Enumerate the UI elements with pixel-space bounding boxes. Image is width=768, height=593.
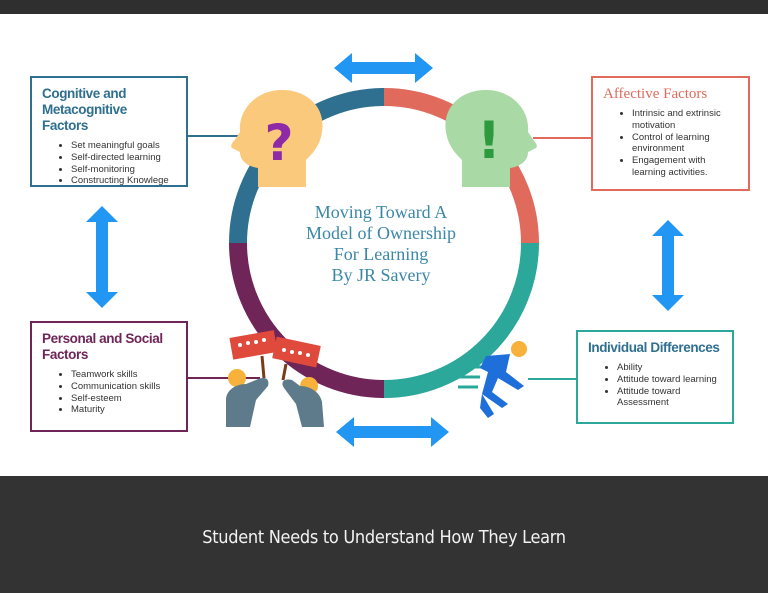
factor-list: Set meaningful goals Self-directed learn… [42,140,176,187]
card-title: Personal and Social Factors [42,331,176,363]
double-arrow-bottom-icon [336,417,449,447]
factor-list: Intrinsic and extrinsic motivation Contr… [603,108,738,179]
ring-segment-individual [383,242,539,398]
list-item: Ability [617,362,722,374]
double-arrow-left-icon [86,206,118,308]
list-item: Maturity [71,404,176,416]
double-arrow-right-icon [652,220,684,311]
top-band [0,0,768,14]
card-title-line: Factors [42,347,88,362]
runner-icon [454,341,527,418]
center-title-line-3: For Learning [333,244,429,264]
list-item: Self-monitoring [71,164,176,176]
card-title-line: Cognitive and [42,86,127,101]
card-title: Individual Differences [588,340,720,355]
bottom-band [0,476,768,593]
card-cognitive-metacognitive: Cognitive and Metacognitive Factors Set … [30,76,188,187]
caption: Student Needs to Understand How They Lea… [202,527,566,548]
card-title: Cognitive and Metacognitive Factors [42,86,176,134]
list-item: Attitude toward learning [617,374,722,386]
card-personal-social: Personal and Social Factors Teamwork ski… [30,321,188,432]
list-item: Engagement with learning activities. [632,155,738,179]
center-title-line-4: By JR Savery [331,265,431,285]
list-item: Self-esteem [71,393,176,405]
list-item: Communication skills [71,381,176,393]
question-mark: ? [264,114,293,172]
ownership-diagram: ? ! [86,53,684,447]
center-title-line-1: Moving Toward A [314,202,448,222]
factor-list: Teamwork skills Communication skills Sel… [42,369,176,416]
card-title-line: Metacognitive Factors [42,102,127,133]
exclamation-head-icon: ! [445,90,537,187]
list-item: Attitude toward Assessment [617,386,722,410]
factor-list: Ability Attitude toward learning Attitud… [588,362,722,409]
list-item: Control of learning environment [632,132,738,156]
list-item: Teamwork skills [71,369,176,381]
center-title-line-2: Model of Ownership [306,223,456,243]
card-title-line: Personal and Social [42,331,163,346]
list-item: Self-directed learning [71,152,176,164]
card-affective: Affective Factors Intrinsic and extrinsi… [591,76,750,191]
list-item: Set meaningful goals [71,140,176,152]
center-title: Moving Toward A Model of Ownership For L… [281,202,481,286]
double-arrow-top-icon [334,53,433,83]
card-individual-differences: Individual Differences Ability Attitude … [576,330,734,424]
list-item: Constructing Knowlege [71,175,176,187]
question-head-icon: ? [231,90,323,187]
list-item: Intrinsic and extrinsic motivation [632,108,738,132]
protest-hands-icon [226,330,324,427]
card-title: Affective Factors [603,86,708,102]
exclamation-mark: ! [477,111,501,171]
